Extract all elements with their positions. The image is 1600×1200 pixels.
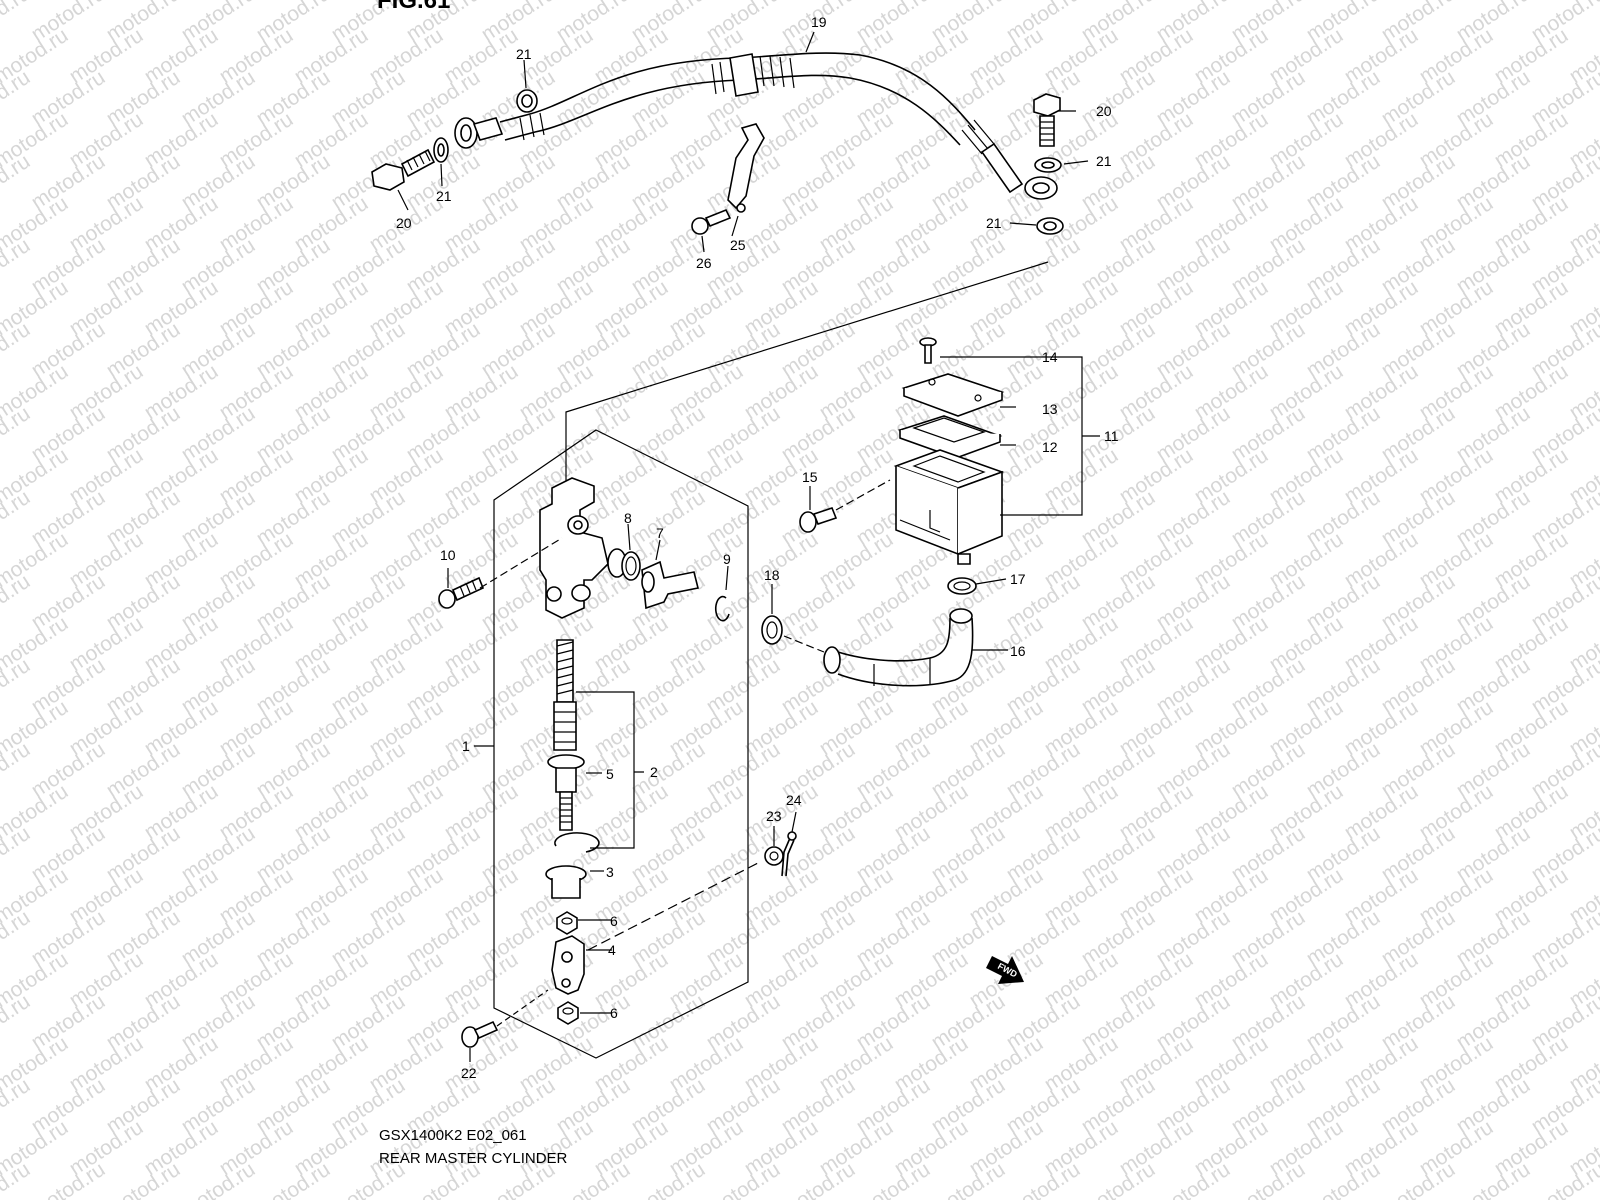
- pin-22: [461, 1020, 499, 1048]
- clevis-4: [551, 935, 585, 995]
- watermark-text: motod.ru: [0, 990, 34, 1054]
- union-bolt-right: [1033, 93, 1061, 147]
- assembly-boundary: [493, 429, 749, 1059]
- union-bolt-left: [371, 148, 436, 191]
- brake-hose-19-upper: [499, 52, 976, 131]
- watermark-text: motod.ru: [0, 654, 34, 718]
- callout-6-lower: 6: [610, 1005, 618, 1021]
- hose-end-right: [961, 119, 1058, 200]
- watermark-text: motod.ru: [0, 318, 34, 382]
- callout-14: 14: [1042, 349, 1058, 365]
- watermark-text: motod.ru: [0, 822, 34, 886]
- callout-22: 22: [461, 1065, 477, 1081]
- callout-21-right-upper: 21: [1096, 153, 1112, 169]
- watermark-text: motod.ru: [0, 570, 34, 634]
- watermark-text: motod.ru: [0, 1074, 34, 1138]
- callout-20-right: 20: [1096, 103, 1112, 119]
- callout-15: 15: [802, 469, 818, 485]
- boot-3: [545, 865, 587, 899]
- watermark-text: motod.ru: [0, 0, 34, 46]
- callout-2: 2: [650, 764, 658, 780]
- callout-24: 24: [786, 792, 802, 808]
- watermark-text: motod.ru: [0, 906, 34, 970]
- reservoir-hose-16: [823, 608, 974, 687]
- callout-labels: 1 2 3 4 5 6 6 7 8 9 10 11 12 13 14 15 16…: [396, 14, 1119, 1081]
- hose-protector: [711, 53, 795, 97]
- watermark-text: motod.ru: [0, 738, 34, 802]
- piston-spring: [556, 639, 574, 703]
- circlip-9: [714, 595, 730, 622]
- reservoir-screw-14: [919, 337, 937, 364]
- watermark-text: motod.ru: [0, 402, 34, 466]
- fwd-arrow-icon: FWD: [986, 956, 1024, 984]
- callout-12: 12: [1042, 439, 1058, 455]
- banjo-fitting-left: [454, 117, 504, 149]
- callout-13: 13: [1042, 401, 1058, 417]
- screw-15: [799, 507, 838, 533]
- diagram-section-name: REAR MASTER CYLINDER: [379, 1150, 568, 1167]
- nut-6-lower: [557, 1001, 579, 1025]
- cotter-pin-24: [781, 831, 797, 877]
- callout-20-left: 20: [396, 215, 412, 231]
- hose-clamp-18: [761, 615, 783, 645]
- callout-5: 5: [606, 766, 614, 782]
- callout-23: 23: [766, 808, 782, 824]
- callout-8: 8: [624, 510, 632, 526]
- callout-1: 1: [462, 738, 470, 754]
- nut-6-upper: [556, 911, 578, 935]
- callout-18: 18: [764, 567, 780, 583]
- watermark-text: motod.ru: [0, 66, 34, 130]
- callout-25: 25: [730, 237, 746, 253]
- callout-21-left: 21: [436, 188, 452, 204]
- callout-4: 4: [608, 942, 616, 958]
- callout-19: 19: [811, 14, 827, 30]
- connector-7: [641, 560, 699, 610]
- hose-clamp-17: [947, 577, 977, 595]
- bolt-10: [438, 576, 485, 609]
- callout-3: 3: [606, 864, 614, 880]
- brake-hose-assembly: [371, 52, 1064, 235]
- figure-title: FIG.61: [377, 0, 450, 14]
- watermark-text: motod.ru: [0, 150, 34, 214]
- bolt-26: [691, 208, 732, 235]
- watermark-text: motod.ru: [0, 234, 34, 298]
- callout-21-top: 21: [516, 46, 532, 62]
- washer-23: [764, 846, 784, 866]
- callout-6-upper: 6: [610, 913, 618, 929]
- reservoir-tank: [893, 449, 1005, 565]
- piston-assembly: [553, 701, 577, 751]
- callout-21-right-lower: 21: [986, 215, 1002, 231]
- o-ring-8: [621, 551, 641, 581]
- callout-16: 16: [1010, 643, 1026, 659]
- diagram-model-code: GSX1400K2 E02_061: [379, 1127, 527, 1144]
- callout-17: 17: [1010, 571, 1026, 587]
- hose-clamp-25: [727, 123, 765, 213]
- leader-lines: [397, 31, 1100, 1062]
- callout-9: 9: [723, 551, 731, 567]
- push-rod-5: [547, 754, 585, 831]
- watermark-text: motod.ru: [0, 486, 34, 550]
- callout-11: 11: [1104, 428, 1119, 444]
- hose-to-cylinder-line: [565, 261, 1049, 490]
- callout-26: 26: [696, 255, 712, 271]
- callout-10: 10: [440, 547, 456, 563]
- watermark-text: motod.ru: [1527, 1158, 1600, 1200]
- callout-7: 7: [656, 525, 664, 541]
- master-cylinder-body: [539, 477, 627, 619]
- reservoir-cap-13: [901, 373, 1005, 417]
